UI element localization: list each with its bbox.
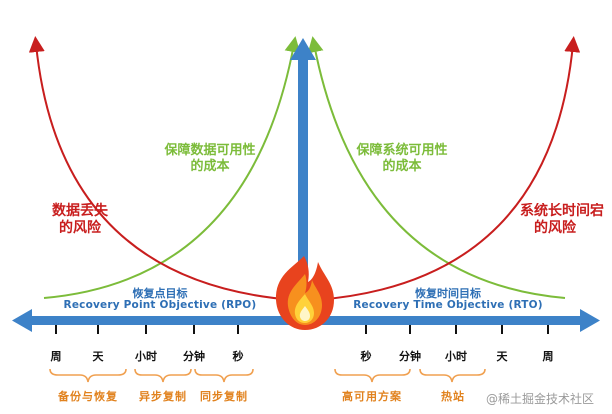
left-axis-arrowhead [12,309,32,332]
brace-hotsite [419,368,486,383]
right-cost-label: 保障系统可用性 的成本 [342,143,462,175]
left-tick-hour: 小时 [135,350,157,363]
left-cost-label-line1: 保障数据可用性 [164,143,256,158]
brace-ha [334,368,411,383]
left-tick-day: 天 [92,350,104,363]
brace-async [134,368,192,383]
technique-high-availability: 高可用方案 [342,390,402,403]
right-tick-day: 天 [496,350,508,363]
technique-hot-site: 热站 [441,390,465,403]
watermark: @稀土掘金技术社区 [486,392,595,406]
tick-marks [55,325,549,334]
right-cost-label-line2: 的成本 [382,159,422,174]
vertical-axis-arrowhead [290,38,316,60]
left-cost-curve [43,36,301,299]
right-tick-minute: 分钟 [399,350,421,363]
right-risk-label-line1: 系统长时间宕 [520,203,604,219]
technique-backup-restore: 备份与恢复 [58,390,118,403]
left-risk-label-line1: 数据丢失 [52,203,108,219]
right-risk-label-line2: 的风险 [534,220,576,236]
rpo-label-en: Recovery Point Objective (RPO) [63,299,257,311]
rto-label-en: Recovery Time Objective (RTO) [353,299,543,311]
left-risk-label: 数据丢失 的风险 [40,203,120,237]
right-risk-label: 系统长时间宕 的风险 [512,203,612,237]
brace-backup [49,368,127,383]
right-tick-week: 周 [542,350,554,363]
right-risk-curve [315,36,581,301]
right-cost-curve [307,36,566,299]
rto-label-cn: 恢复时间目标 [415,287,481,300]
rpo-label-cn: 恢复点目标 [132,287,188,300]
right-axis-arrowhead [580,309,600,332]
left-cost-label: 保障数据可用性 的成本 [150,143,270,175]
left-tick-week: 周 [50,350,62,363]
fire-icon [275,256,334,330]
left-risk-label-line2: 的风险 [59,220,101,236]
right-tick-second: 秒 [360,350,372,363]
vertical-axis [298,58,308,320]
technique-async-replication: 异步复制 [139,390,187,403]
left-tick-minute: 分钟 [183,350,205,363]
left-risk-curve [28,36,295,301]
right-cost-label-line1: 保障系统可用性 [356,143,448,158]
technique-sync-replication: 同步复制 [200,390,248,403]
brace-sync [194,368,254,383]
left-cost-label-line2: 的成本 [190,159,230,174]
left-tick-second: 秒 [232,350,244,363]
right-tick-hour: 小时 [445,350,467,363]
